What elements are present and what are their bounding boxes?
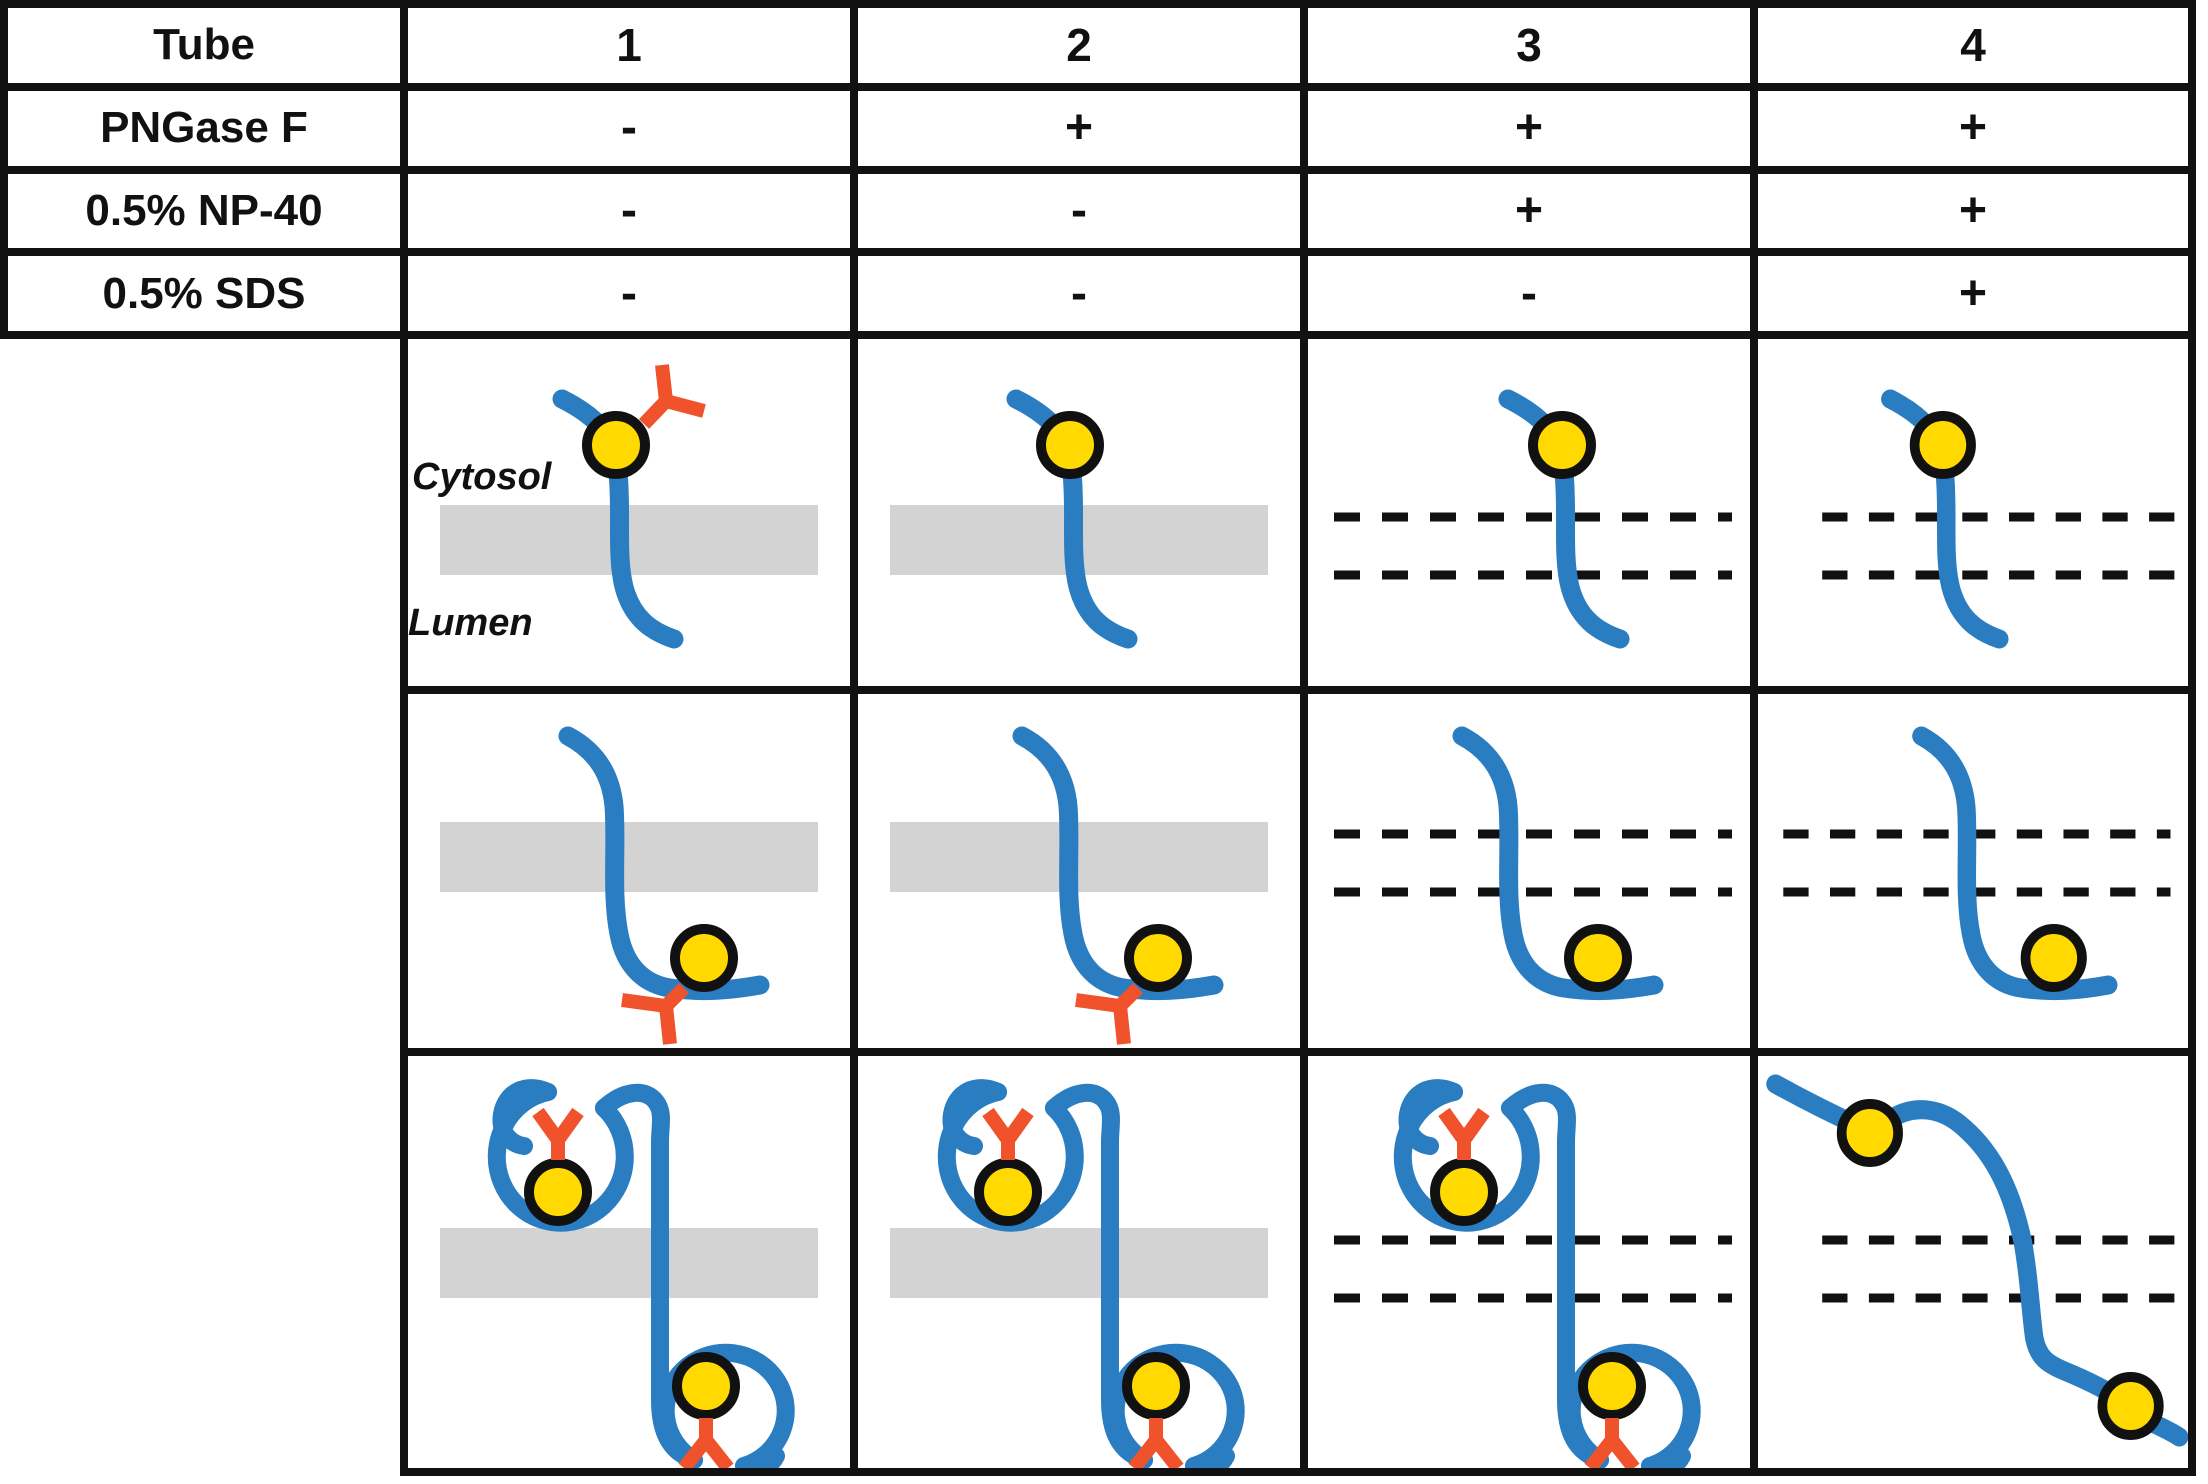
pngase-value-tube2: + xyxy=(858,90,1300,166)
membrane-dashed xyxy=(1334,1240,1732,1298)
row-label-sds: 0.5% SDS xyxy=(8,256,400,331)
sds-value-tube3: - xyxy=(1308,256,1750,331)
np40-value-tube3: + xyxy=(1308,173,1750,249)
membrane-solid xyxy=(440,1228,818,1298)
membrane-solid xyxy=(440,822,818,892)
protein-chain xyxy=(1921,736,2108,991)
tube-2-header: 2 xyxy=(858,8,1300,83)
protein-chain xyxy=(1462,736,1654,991)
diagram-r2-tube1 xyxy=(408,694,850,1048)
diagram-r2-tube4 xyxy=(1758,694,2188,1048)
conditions-table: Tube 1 2 3 4 PNGase F - + + + 0.5% NP-40… xyxy=(0,0,2196,339)
diagram-r3-tube1 xyxy=(408,1056,850,1468)
row-label-np40: 0.5% NP-40 xyxy=(8,173,400,249)
glycan-domain xyxy=(1435,1163,1641,1415)
diagram-r3-tube4 xyxy=(1758,1056,2188,1468)
np40-value-tube2: - xyxy=(858,173,1300,249)
pngase-value-tube1: - xyxy=(408,90,850,166)
protein-chain xyxy=(1403,1088,1692,1468)
diagram-r2-tube2 xyxy=(858,694,1300,1048)
row-label-pngase: PNGase F xyxy=(8,90,400,166)
membrane-solid xyxy=(890,822,1268,892)
lumen-label: Lumen xyxy=(408,602,533,644)
sds-value-tube4: + xyxy=(1758,256,2188,331)
diagram-r3-tube2 xyxy=(858,1056,1300,1468)
table-header-tube: Tube xyxy=(8,8,400,83)
diagram-r1-tube2 xyxy=(858,339,1300,686)
diagram-r1-tube1: Cytosol Lumen xyxy=(408,339,850,686)
diagram-r3-tube3 xyxy=(1308,1056,1750,1468)
pngase-value-tube4: + xyxy=(1758,90,2188,166)
membrane-dashed xyxy=(1334,517,1732,575)
glycan-domain xyxy=(1842,1104,2159,1435)
glycan-icon xyxy=(644,365,704,424)
pngase-value-tube3: + xyxy=(1308,90,1750,166)
glycan-icon xyxy=(622,988,684,1044)
np40-value-tube1: - xyxy=(408,173,850,249)
tube-4-header: 4 xyxy=(1758,8,2188,83)
diagram-grid: Cytosol Lumen xyxy=(400,339,2196,1476)
protein-chain xyxy=(1508,399,1620,639)
membrane-solid xyxy=(890,1228,1268,1298)
diagram-r1-tube3 xyxy=(1308,339,1750,686)
membrane-dashed xyxy=(1334,834,1732,892)
glycan-icon xyxy=(1076,988,1138,1044)
diagram-r1-tube4 xyxy=(1758,339,2188,686)
membrane-dashed xyxy=(1822,517,2188,575)
tube-1-header: 1 xyxy=(408,8,850,83)
tube-3-header: 3 xyxy=(1308,8,1750,83)
membrane-dashed xyxy=(1822,1240,2188,1298)
sds-value-tube1: - xyxy=(408,256,850,331)
diagram-r2-tube3 xyxy=(1308,694,1750,1048)
membrane-dashed xyxy=(1783,834,2170,892)
sds-value-tube2: - xyxy=(858,256,1300,331)
cytosol-label: Cytosol xyxy=(412,456,553,498)
np40-value-tube4: + xyxy=(1758,173,2188,249)
